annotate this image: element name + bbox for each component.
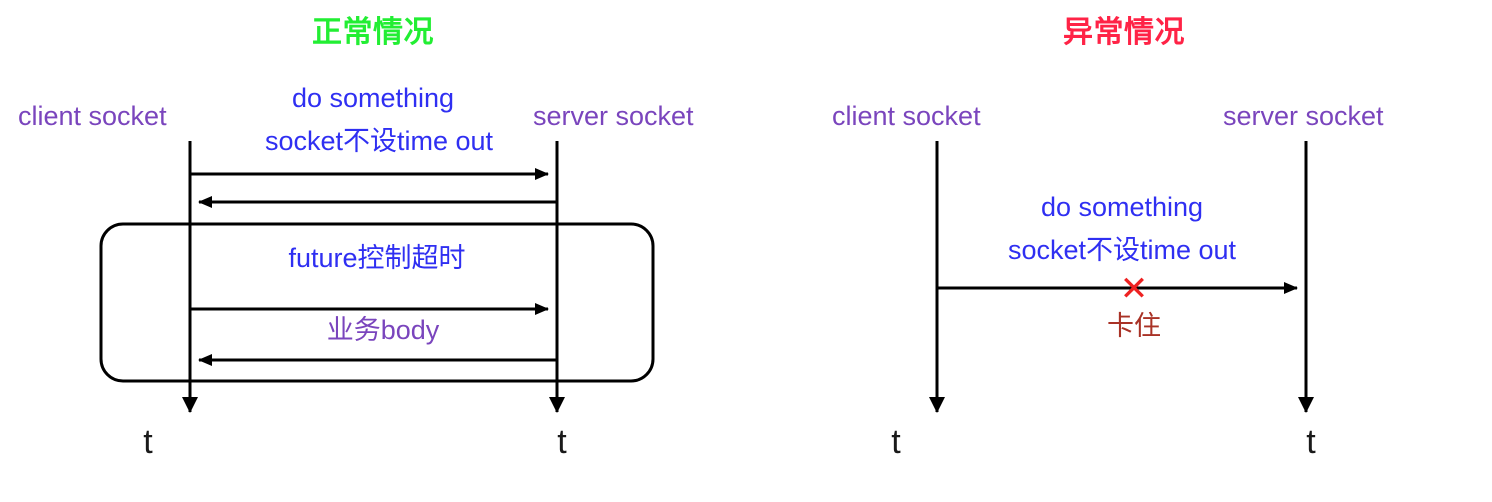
panel-title-abnormal: 异常情况 [1063, 16, 1185, 49]
message-socket-no-timeout: socket不设time out [1007, 235, 1237, 265]
actor-label-server: server socket [1223, 101, 1384, 131]
message-business-body: 业务body [326, 315, 440, 345]
failure-label-stuck: 卡住 [1107, 311, 1161, 341]
message-future-timeout: future控制超时 [288, 243, 466, 273]
panel-normal-case: 正常情况 client socket server socket do some… [18, 16, 694, 461]
time-axis-label-client: t [891, 423, 901, 461]
message-socket-no-timeout: socket不设time out [264, 126, 494, 156]
actor-label-client: client socket [18, 101, 167, 131]
time-axis-label-client: t [143, 423, 153, 461]
group-box-future-timeout [99, 222, 655, 383]
message-do-something: do something [291, 83, 455, 113]
message-do-something: do something [1040, 192, 1204, 222]
time-axis-label-server: t [557, 423, 567, 461]
abnormal-case-graphics [929, 141, 1314, 413]
time-axis-label-server: t [1306, 423, 1316, 461]
actor-label-server: server socket [533, 101, 694, 131]
panel-title-normal: 正常情况 [312, 16, 434, 49]
panel-abnormal-case: 异常情况 client socket server socket do some… [746, 0, 1492, 502]
actor-label-client: client socket [832, 101, 981, 131]
normal-case-graphics [99, 141, 655, 413]
failure-x-icon: ✕ [1119, 270, 1149, 308]
